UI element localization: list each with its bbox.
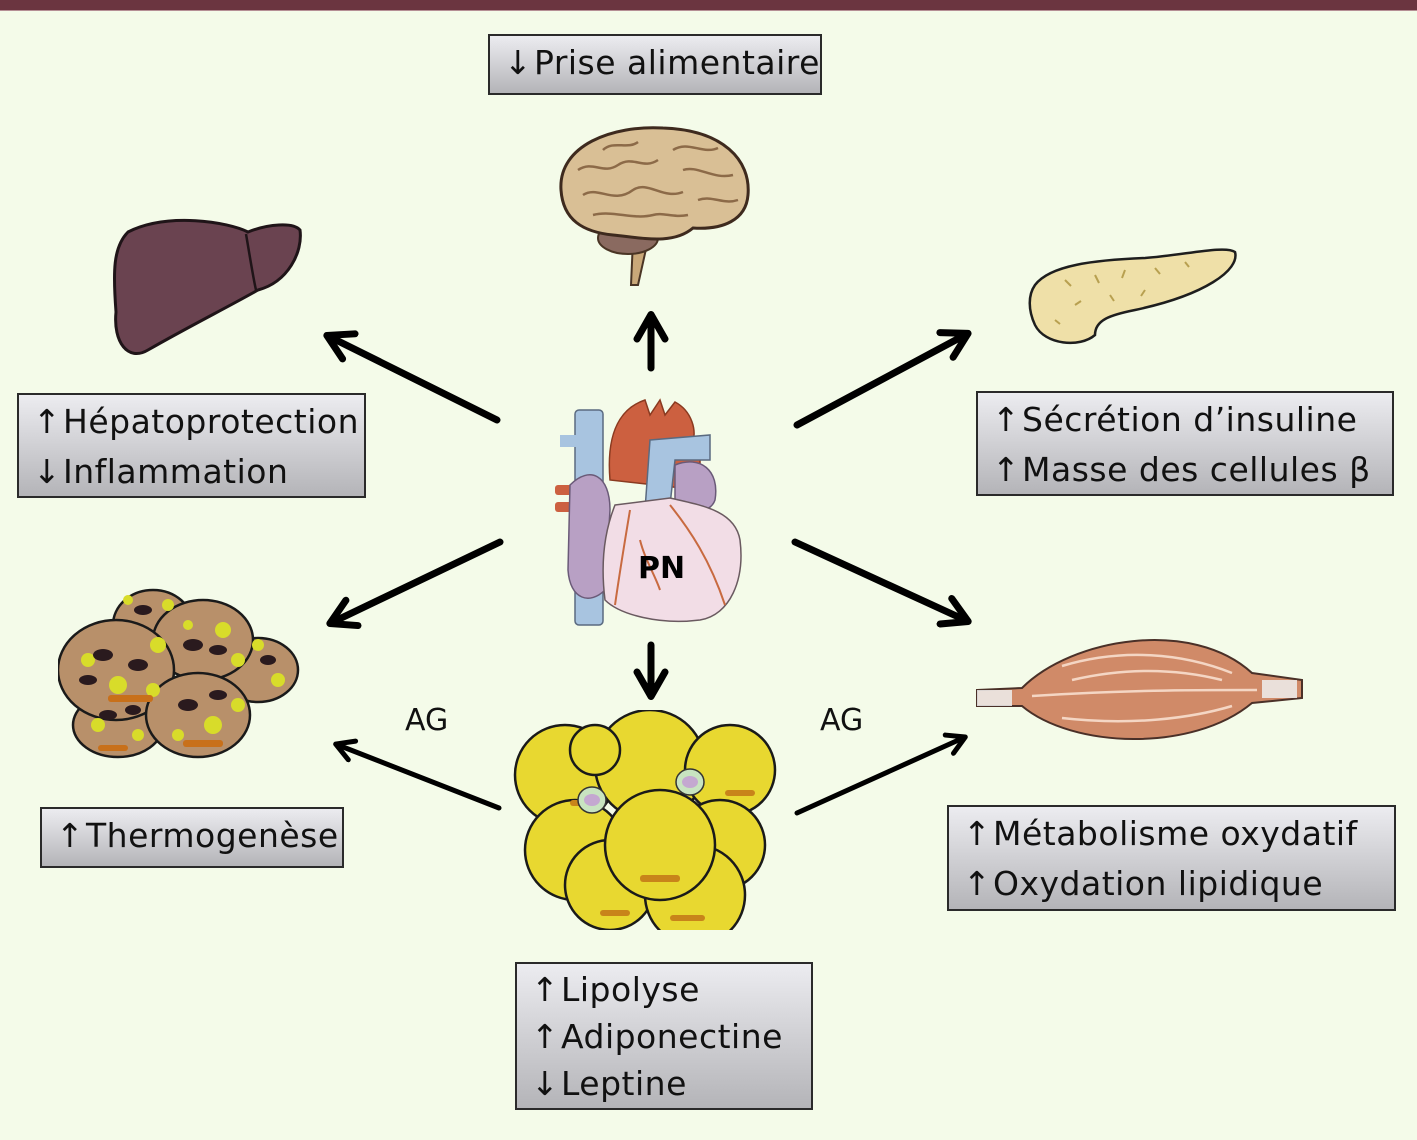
heart-label: PN bbox=[638, 551, 685, 586]
arrow-up-icon: ↑ bbox=[56, 816, 85, 855]
arrow-to-brown-fat bbox=[326, 538, 504, 630]
arrow-up-icon: ↑ bbox=[963, 864, 992, 903]
pancreas-effects-box: ↑Sécrétion d’insuline ↑Masse des cellule… bbox=[976, 391, 1394, 496]
brain-icon bbox=[559, 126, 750, 286]
arrow-up-icon: ↑ bbox=[531, 970, 560, 1009]
arrow-to-pancreas bbox=[793, 329, 972, 429]
brown-adipocytes-icon bbox=[58, 588, 300, 759]
white-fat-effects-box: ↑Lipolyse ↑Adiponectine ↓Leptine bbox=[515, 962, 813, 1110]
effect-item: ↑Thermogenèse bbox=[56, 811, 338, 861]
effect-item: ↑Adiponectine bbox=[531, 1013, 797, 1060]
effect-item: ↑Oxydation lipidique bbox=[963, 859, 1380, 909]
effect-item: ↑Masse des cellules β bbox=[992, 445, 1378, 495]
arrow-up-icon: ↑ bbox=[992, 450, 1021, 489]
effect-item: ↓Inflammation bbox=[33, 447, 350, 497]
edge-label-left: AG bbox=[405, 703, 449, 738]
effect-item: ↑Hépatoprotection bbox=[33, 397, 359, 447]
arrow-ag-right bbox=[794, 732, 968, 816]
effect-item: ↓Prise alimentaire bbox=[504, 38, 819, 88]
muscle-effects-box: ↑Métabolisme oxydatif ↑Oxydation lipidiq… bbox=[947, 805, 1396, 911]
top-bar bbox=[0, 0, 1417, 11]
white-adipocytes-icon bbox=[513, 710, 777, 930]
muscle-icon bbox=[976, 639, 1303, 740]
brown-fat-effects-box: ↑Thermogenèse bbox=[40, 807, 344, 868]
arrow-to-muscle bbox=[791, 538, 972, 628]
brain-effects-box: ↓Prise alimentaire bbox=[488, 34, 822, 95]
arrow-down-icon: ↓ bbox=[504, 43, 533, 82]
effect-item: ↑Métabolisme oxydatif bbox=[963, 809, 1380, 859]
arrow-ag-left bbox=[333, 738, 502, 811]
liver-effects-box: ↑Hépatoprotection ↓Inflammation bbox=[17, 393, 366, 498]
arrow-to-liver bbox=[323, 330, 501, 424]
arrow-down-icon: ↓ bbox=[33, 452, 62, 491]
arrow-up-icon: ↑ bbox=[33, 402, 62, 441]
effect-item: ↑Lipolyse bbox=[531, 966, 797, 1013]
arrow-up-icon: ↑ bbox=[531, 1017, 560, 1056]
arrow-up-icon: ↑ bbox=[992, 400, 1021, 439]
effect-item: ↑Sécrétion d’insuline bbox=[992, 395, 1378, 445]
arrow-down-icon: ↓ bbox=[531, 1064, 560, 1103]
arrow-up-icon: ↑ bbox=[963, 814, 992, 853]
effect-item: ↓Leptine bbox=[531, 1060, 797, 1107]
heart-icon: PN bbox=[555, 398, 742, 626]
edge-label-right: AG bbox=[820, 703, 864, 738]
liver-icon bbox=[112, 218, 302, 355]
pancreas-icon bbox=[1028, 248, 1237, 345]
